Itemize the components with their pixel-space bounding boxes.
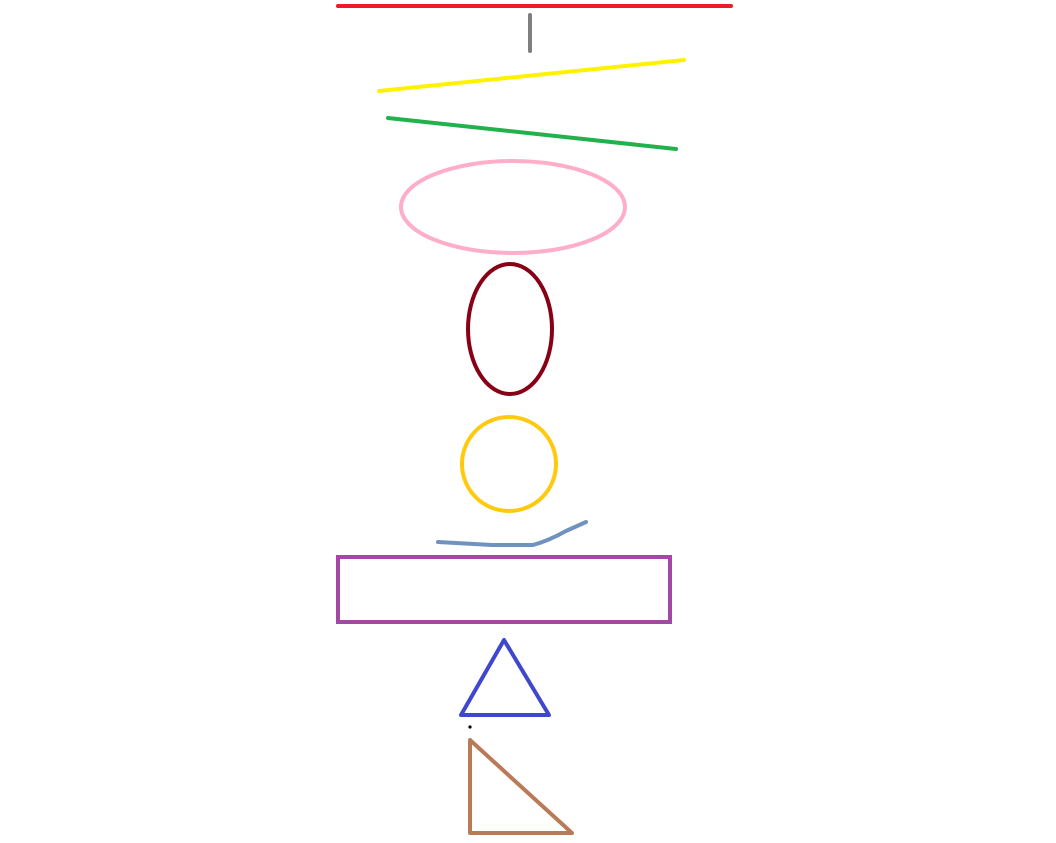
brown-right-triangle — [468, 738, 574, 835]
green-line — [386, 116, 678, 151]
yellow-line — [377, 58, 686, 93]
gold-circle — [460, 415, 558, 513]
maroon-ellipse — [466, 262, 554, 396]
purple-rectangle — [336, 555, 672, 624]
black-dot — [468, 725, 472, 729]
pink-ellipse — [399, 159, 627, 255]
blue-gray-curve — [436, 520, 588, 547]
blue-triangle — [459, 638, 551, 717]
